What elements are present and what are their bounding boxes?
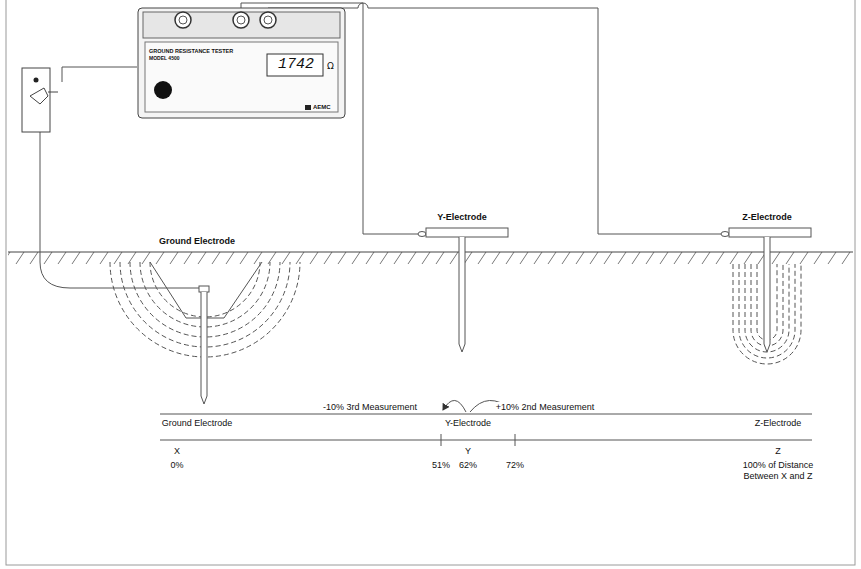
percent-label: 0% [169,460,184,471]
ground-electrode [110,262,300,404]
measurement-note: +10% 2nd Measurement [495,402,595,413]
electrode-label: Z-Electrode [741,212,793,223]
percent-label: 51% [431,460,451,471]
scale-label: Y-Electrode [444,418,492,429]
tester-label: MODEL 4500 [149,55,179,61]
percent-label: 62% [458,460,478,471]
soil-hatch [8,252,853,264]
z-electrode [721,228,811,364]
resistance-tester: GROUND RESISTANCE TESTERMODEL 4500 1742 Ω A… [137,4,346,120]
tester-label: GROUND RESISTANCE TESTER [149,48,233,55]
scale-letter: Y [464,446,472,457]
test-leads [40,3,721,288]
scale-label: Ground Electrode [161,418,234,429]
percent-label: 72% [505,460,525,471]
tester-label: AEMC [313,104,331,111]
tester-label: 1742 [278,57,314,73]
electrode-label: Ground Electrode [158,236,236,247]
scale-letter: X [173,446,181,457]
scale-label: Z-Electrode [754,418,803,429]
scale-letter: Z [774,446,782,457]
distance-scale [160,400,812,446]
tester-label: Ω [327,61,334,71]
electrode-label: Y-Electrode [436,212,488,223]
ground-surface [8,252,853,253]
y-electrode [418,228,508,352]
wall-outlet [22,68,58,132]
measurement-note: -10% 3rd Measurement [322,402,418,413]
percent-label: 100% of Distance Between X and Z [732,460,824,482]
tester-body [137,4,346,120]
